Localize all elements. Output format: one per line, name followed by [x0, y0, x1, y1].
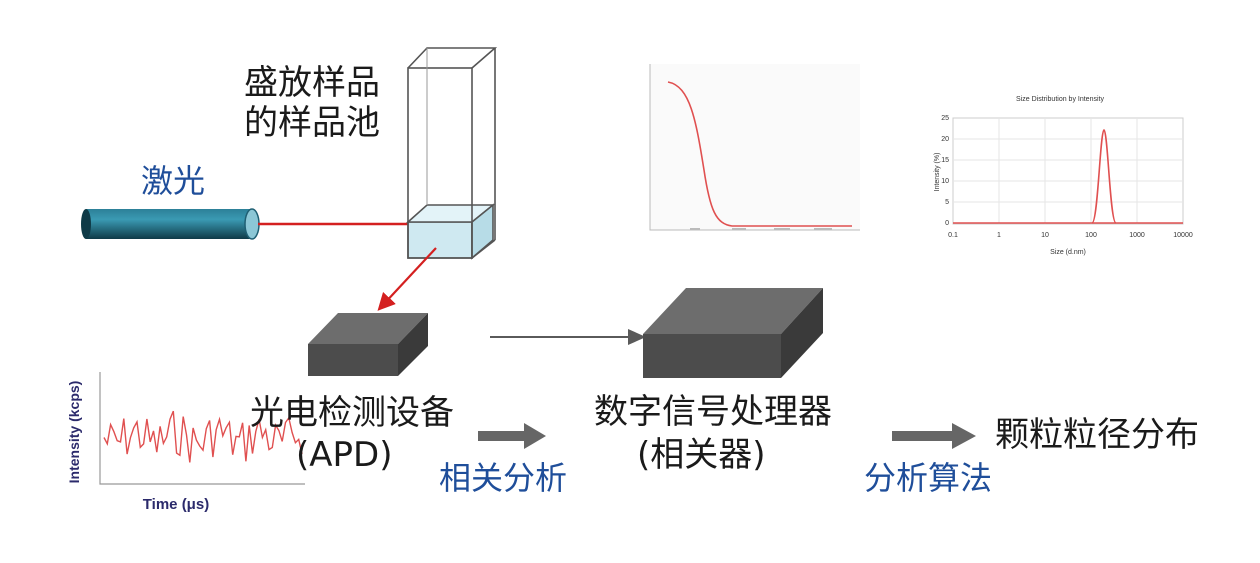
intensity-trace: [103, 410, 303, 463]
cuvette-label-line2: 的样品池: [244, 103, 380, 143]
apd-label-line2: (APD): [296, 435, 393, 475]
size-y-tick: 25: [941, 115, 949, 122]
cuvette-label-line1: 盛放样品: [244, 63, 380, 103]
algorithm-label: 分析算法: [864, 459, 993, 497]
dsp-box: [643, 288, 823, 378]
laser-label: 激光: [141, 162, 206, 200]
size-y-tick: 15: [941, 157, 949, 164]
size-distribution-plot: 0.1 1 10 100 1000 10000 0 5 10 15 20 25 …: [934, 96, 1193, 256]
dsp-label-line1: 数字信号处理器: [594, 392, 832, 432]
size-plot-ylabel: Intensity (%): [934, 153, 941, 192]
correlation-label: 相关分析: [439, 459, 568, 497]
size-plot-xlabel: Size (d.nm): [1050, 249, 1086, 256]
laser-device: [81, 208, 260, 240]
correlation-curve: [667, 81, 852, 227]
size-x-tick: 1: [997, 232, 1001, 239]
intensity-ylabel: Intensity (kcps): [66, 381, 82, 484]
result-label: 颗粒粒径分布: [995, 415, 1199, 455]
size-x-tick: 100: [1085, 232, 1097, 239]
size-x-tick: 10: [1041, 232, 1049, 239]
flow-arrow-1: [478, 423, 546, 449]
size-y-tick: 10: [941, 178, 949, 185]
apd-label-line1: 光电检测设备: [250, 393, 454, 433]
intensity-xlabel: Time (μs): [143, 496, 209, 513]
size-y-tick: 0: [945, 220, 949, 227]
dsp-label-line2: (相关器): [637, 435, 766, 475]
sample-cuvette: [405, 47, 498, 260]
intensity-plot: [99, 372, 305, 485]
size-x-tick: 10000: [1173, 232, 1193, 239]
flow-arrow-2: [892, 423, 976, 449]
size-x-tick: 1000: [1129, 232, 1145, 239]
size-x-ticks: 0.1 1 10 100 1000 10000: [948, 232, 1193, 239]
apd-box: [308, 313, 428, 376]
size-y-tick: 5: [945, 199, 949, 206]
size-y-tick: 20: [941, 136, 949, 143]
scatter-beam: [377, 247, 437, 311]
correlation-plot: [649, 64, 860, 231]
size-x-tick: 0.1: [948, 232, 958, 239]
size-plot-title: Size Distribution by Intensity: [1016, 96, 1104, 103]
size-peak: [1091, 129, 1117, 224]
size-y-ticks: 0 5 10 15 20 25: [941, 115, 949, 227]
